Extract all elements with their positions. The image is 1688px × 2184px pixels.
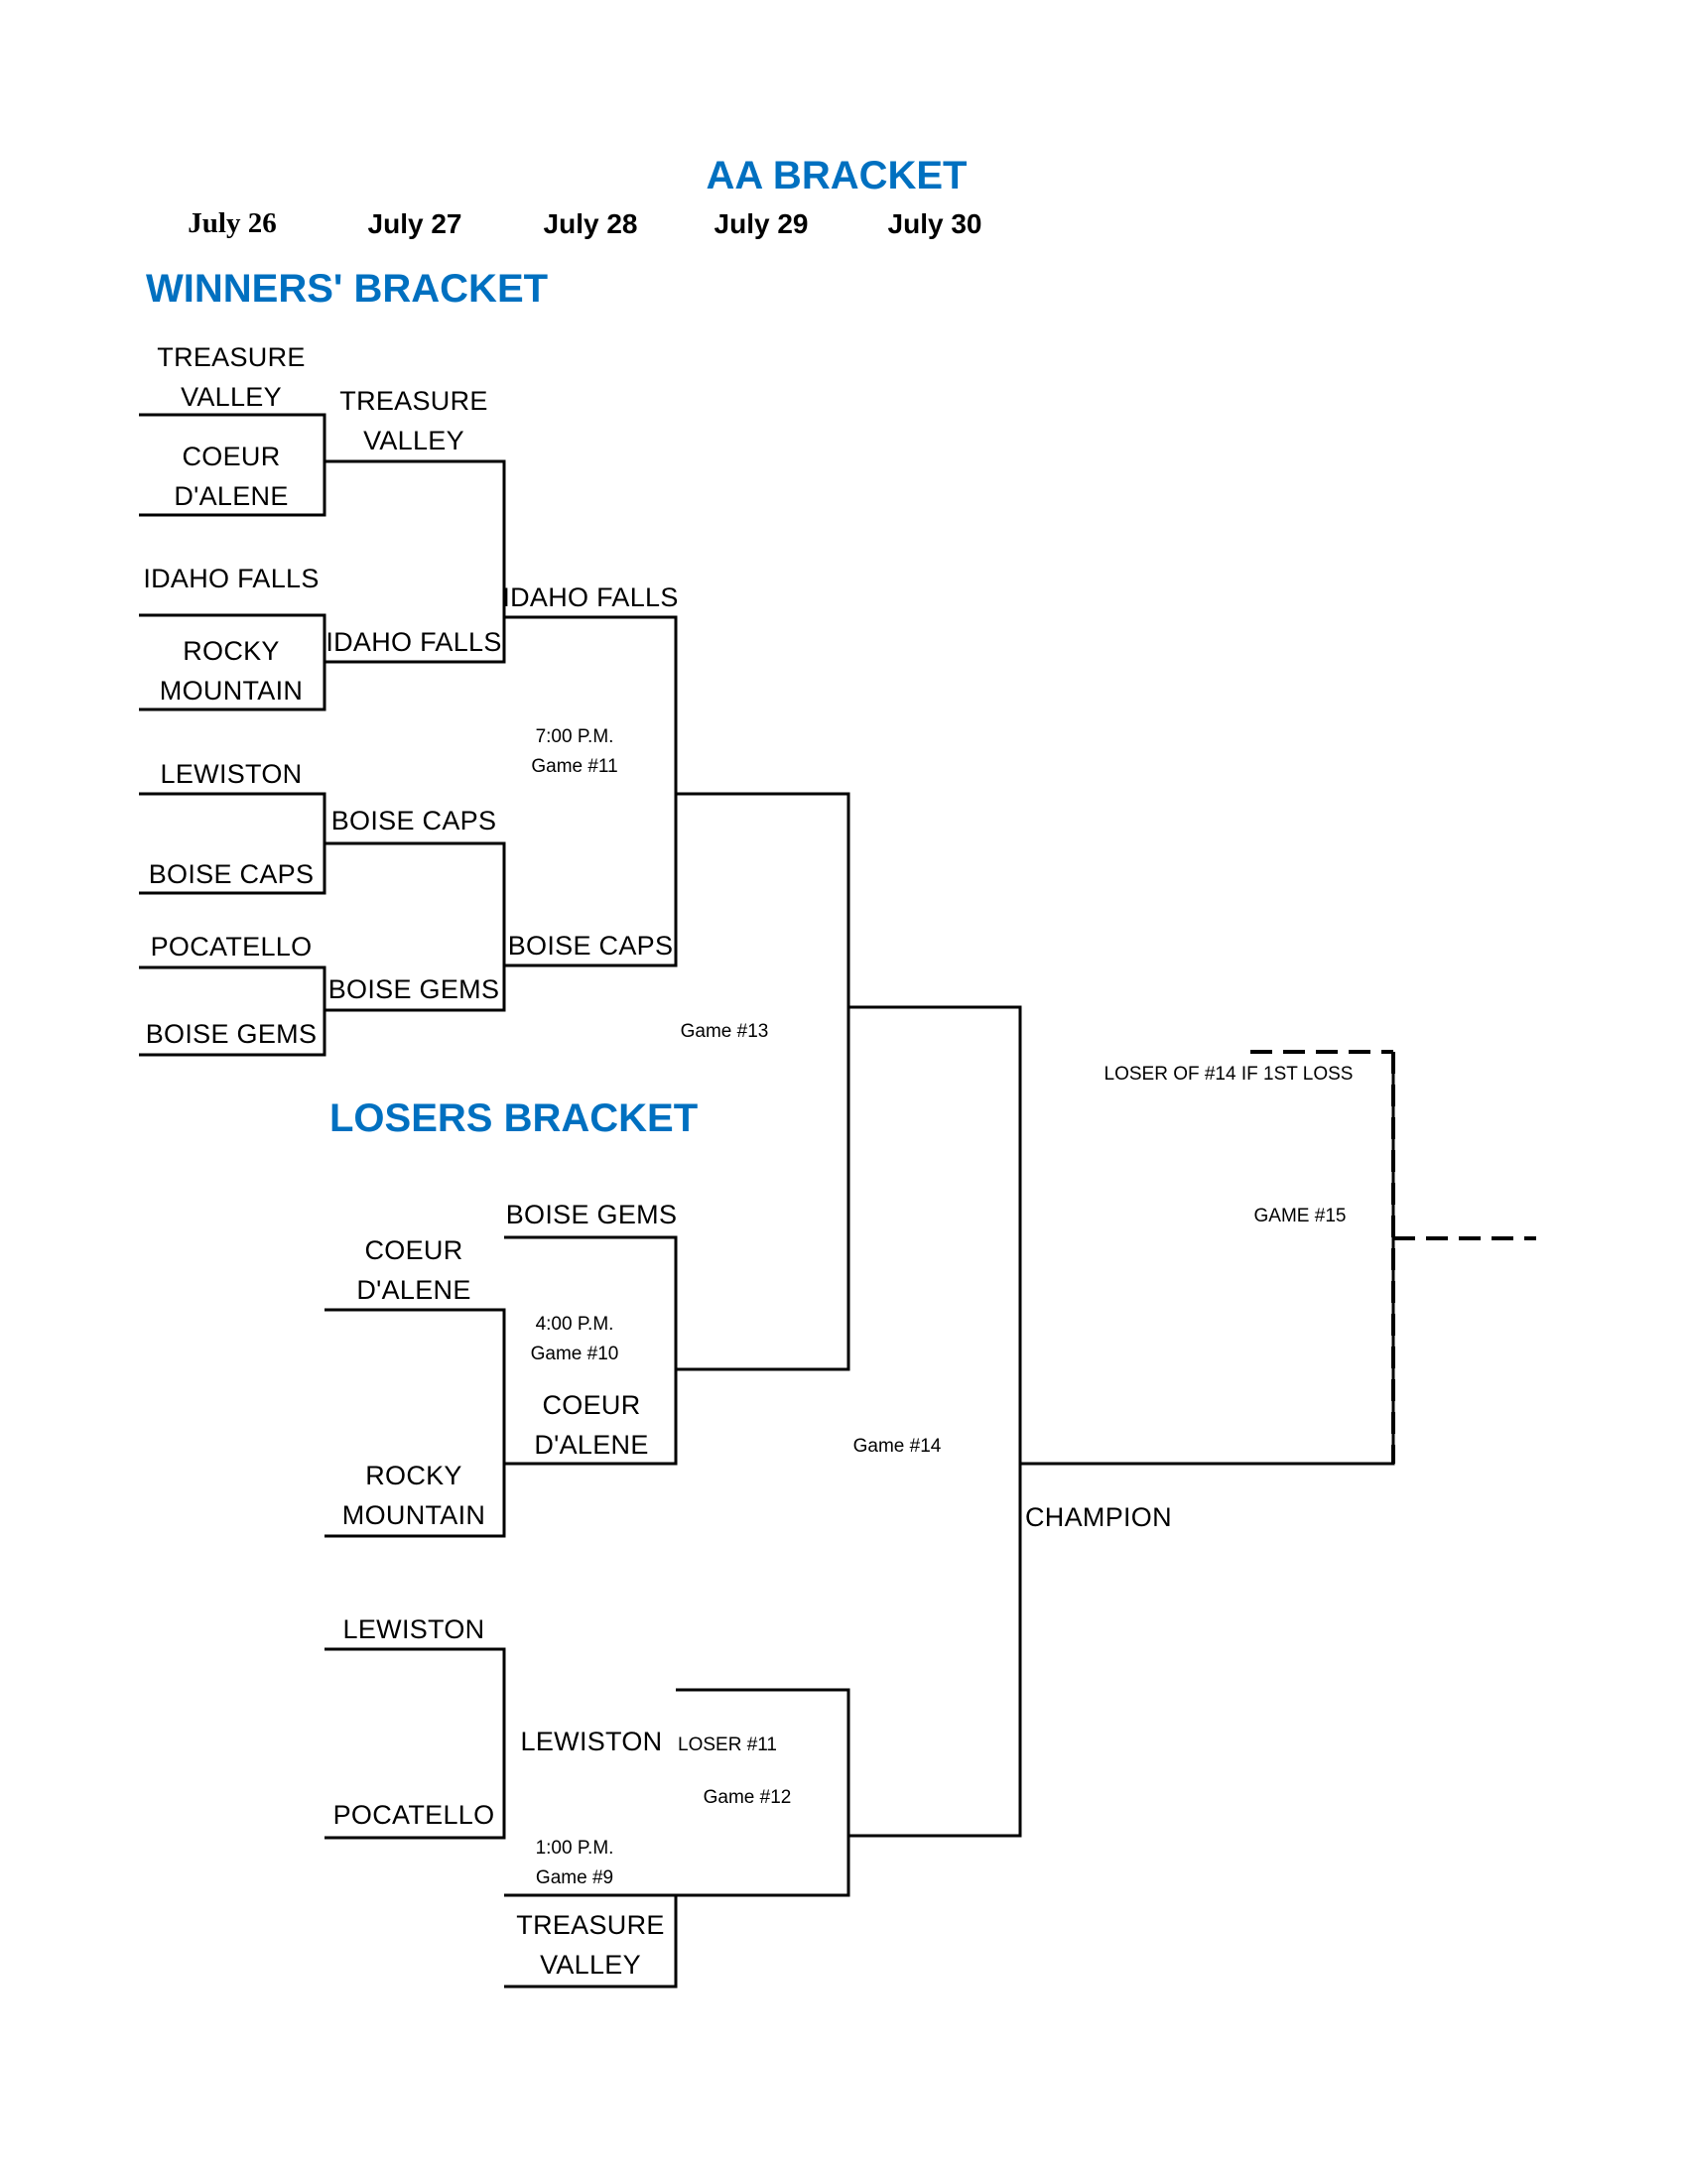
- game11-time: 7:00 P.M.: [535, 726, 614, 747]
- r1-line-g1: [139, 413, 326, 517]
- game14-label: Game #14: [852, 1436, 942, 1457]
- game12-label: Game #12: [703, 1787, 792, 1808]
- game10-outer: [504, 1235, 678, 1466]
- game9-out: [504, 1893, 678, 1989]
- team-label: BOISE CAPS: [330, 806, 497, 835]
- loser11-label: LOSER #11: [678, 1734, 777, 1755]
- r2-line-top: [325, 459, 506, 664]
- team-label: IDAHO FALLS: [502, 582, 679, 612]
- game9-line: [325, 1647, 506, 1840]
- loser14-label: LOSER OF #14 IF 1ST LOSS: [1104, 1064, 1354, 1085]
- team-label: LEWISTON: [520, 1727, 663, 1756]
- winners-heading: WINNERS' BRACKET: [146, 267, 549, 311]
- game11-label: Game #11: [531, 756, 618, 777]
- game13-label: Game #13: [680, 1021, 769, 1042]
- date-col-3: July 28: [543, 208, 638, 239]
- date-col-2: July 27: [367, 208, 462, 239]
- game14-line: [848, 1005, 1022, 1838]
- champion-line: [1020, 1052, 1395, 1466]
- date-col-1: July 26: [188, 207, 277, 239]
- date-col-5: July 30: [887, 208, 982, 239]
- team-label: IDAHO FALLS: [143, 564, 320, 593]
- game10-time: 4:00 P.M.: [535, 1314, 614, 1335]
- team-label: IDAHO FALLS: [325, 627, 502, 657]
- game15-label: GAME #15: [1253, 1206, 1347, 1226]
- team-label: BOISE CAPS: [507, 931, 674, 961]
- losers-heading: LOSERS BRACKET: [329, 1096, 699, 1140]
- team-label: BOISE CAPS: [148, 859, 315, 889]
- team-label: BOISE GEMS: [505, 1200, 678, 1229]
- date-col-4: July 29: [714, 208, 809, 239]
- game9-label: Game #9: [535, 1867, 614, 1888]
- r2-line-bottom: [325, 841, 506, 1012]
- team-label: POCATELLO: [150, 932, 313, 962]
- team-label: LEWISTON: [160, 759, 303, 789]
- team-label: LEWISTON: [342, 1614, 485, 1644]
- game9-time: 1:00 P.M.: [535, 1838, 614, 1859]
- team-label: POCATELLO: [332, 1800, 495, 1830]
- game10-label: Game #10: [530, 1344, 619, 1364]
- team-label: BOISE GEMS: [327, 974, 500, 1004]
- team-label: BOISE GEMS: [145, 1019, 318, 1049]
- r3-line: [504, 615, 678, 967]
- game13-line: [676, 792, 850, 1371]
- page-title: AA BRACKET: [706, 154, 968, 197]
- game10-inner: [325, 1308, 506, 1538]
- game12-line: [676, 1688, 850, 1897]
- champion-label: CHAMPION: [1025, 1502, 1172, 1532]
